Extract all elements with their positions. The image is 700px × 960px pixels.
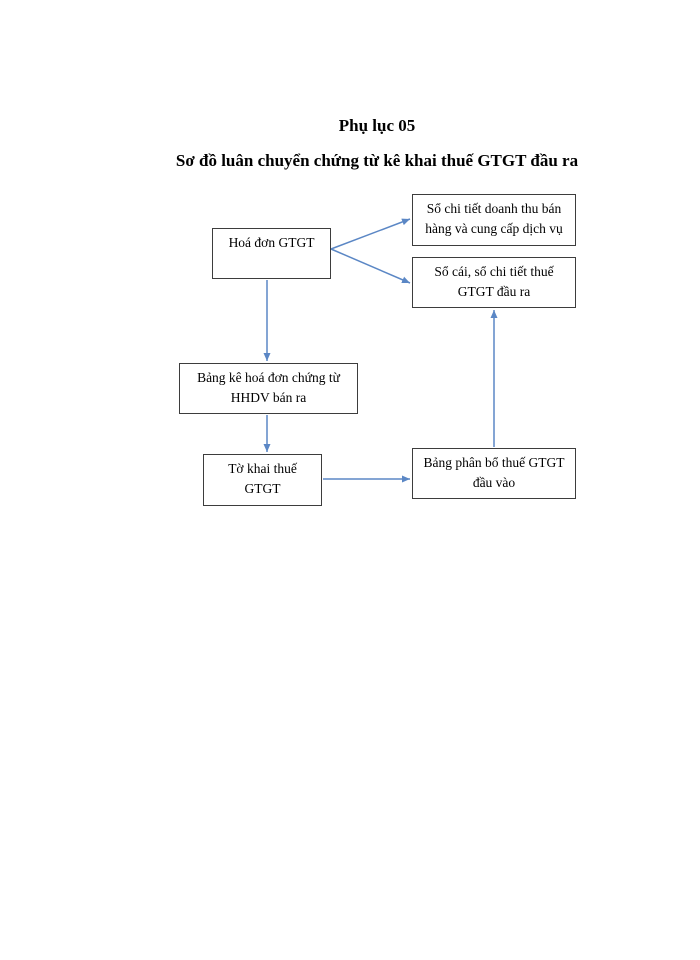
edge-hoadon-to-socai [330, 248, 411, 284]
node-bang-ke-hoa-don: Bảng kê hoá đơn chứng từ HHDV bán ra [179, 363, 358, 414]
node-hoa-don-gtgt: Hoá đơn GTGT [212, 228, 331, 279]
title-block: Phụ lục 05 Sơ đồ luân chuyển chứng từ kê… [27, 116, 700, 171]
node-so-chi-tiet-doanh-thu: Sổ chi tiết doanh thu bán hàng và cung c… [412, 194, 576, 246]
edge-hoadon-to-sochitiet [330, 218, 411, 250]
node-bang-phan-bo-thue-gtgt: Bảng phân bổ thuế GTGT đầu vào [412, 448, 576, 499]
node-so-cai-so-chi-tiet-thue: Sổ cái, sổ chi tiết thuế GTGT đầu ra [412, 257, 576, 308]
node-to-khai-thue-gtgt: Tờ khai thuế GTGT [203, 454, 322, 506]
diagram-title: Sơ đồ luân chuyển chứng từ kê khai thuế … [175, 151, 579, 170]
page-title: Phụ lục 05 [338, 116, 416, 135]
